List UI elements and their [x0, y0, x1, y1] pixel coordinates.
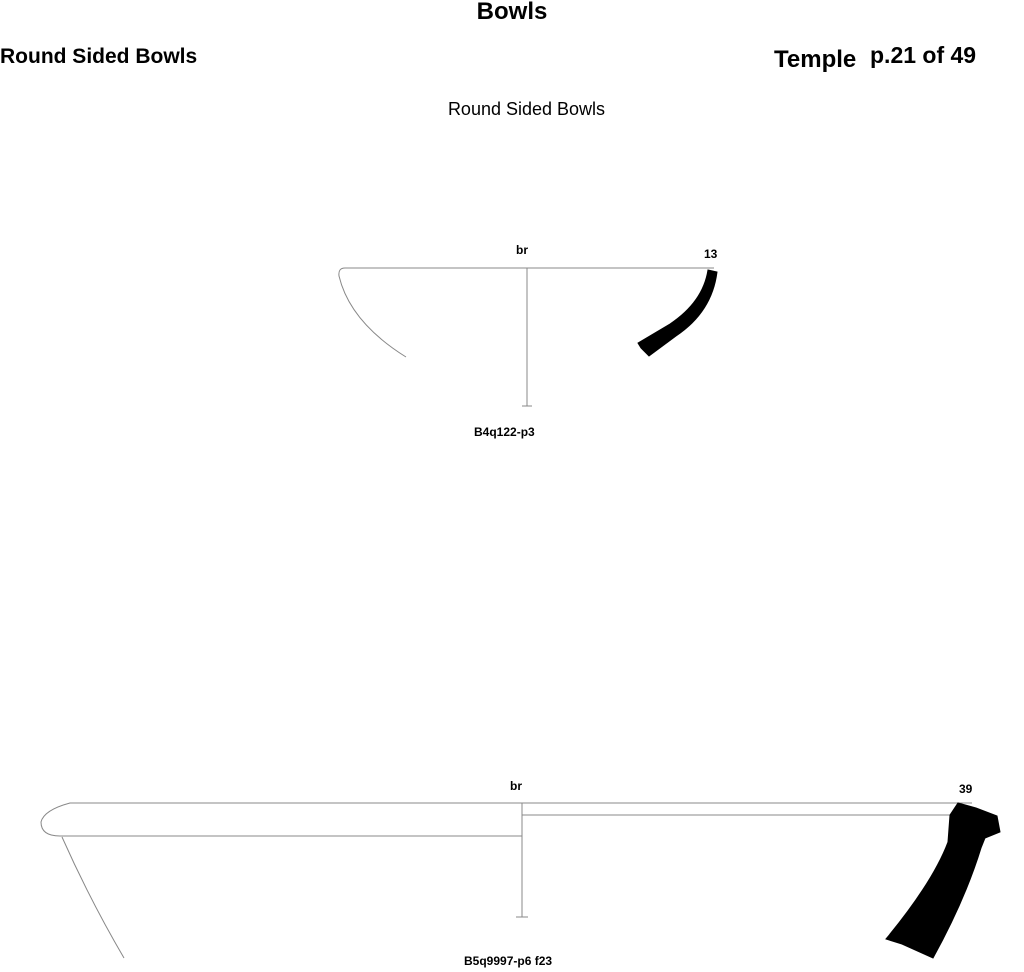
bowl-1-sample-id: B4q122-p3: [474, 425, 535, 439]
bowl-1-number: 13: [704, 247, 718, 261]
bowl-2-sample-id: B5q9997-p6 f23: [464, 954, 553, 968]
bowl-2-break-label: br: [510, 779, 522, 793]
bowl-profile-1: [338, 267, 718, 407]
bowl-2-wall: [61, 836, 125, 959]
section-subtitle: Round Sided Bowls: [447, 99, 606, 119]
bowl-2-number: 39: [959, 782, 973, 796]
bowl-profile-2: [40, 802, 1001, 959]
bowl-1-break-label: br: [516, 243, 528, 257]
bowl-1-outline: [338, 267, 714, 358]
category-heading: Round Sided Bowls: [0, 45, 198, 68]
page-title: Bowls: [476, 0, 548, 25]
page-number: p.21 of 49: [870, 42, 977, 68]
site-name: Temple: [774, 46, 857, 73]
bowl-1-section: [637, 269, 718, 357]
bowl-2-outline: [40, 802, 972, 837]
bowl-2-section: [885, 802, 1001, 959]
